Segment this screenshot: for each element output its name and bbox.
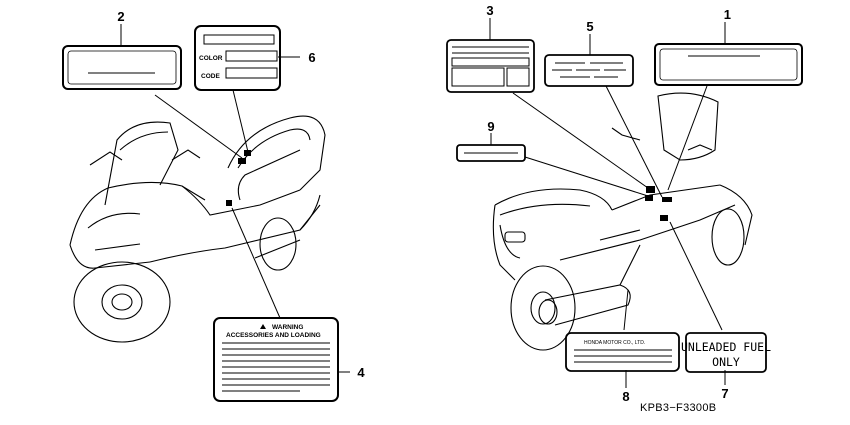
label-8: HONDA MOTOR CO., LTD. <box>565 332 680 372</box>
leader-lines <box>120 18 726 388</box>
callout-7: 7 <box>721 386 728 401</box>
callout-2: 2 <box>117 9 124 24</box>
left-scooter-drawing <box>69 115 326 343</box>
callout-1: 1 <box>724 7 731 22</box>
label-7: UNLEADED FUEL ONLY <box>681 332 771 373</box>
label-3 <box>446 39 535 93</box>
right-scooter-drawing <box>492 92 753 351</box>
label-6-color-text: COLOR <box>199 55 223 62</box>
label-4: WARNING ACCESSORIES AND LOADING <box>213 317 339 402</box>
drawing-code: KPB3−F3300B <box>640 402 716 414</box>
label-1 <box>654 43 803 86</box>
label-4-warning-text: WARNING <box>272 324 303 331</box>
label-2 <box>62 45 182 90</box>
callout-3: 3 <box>486 3 493 18</box>
label-7-unleaded-text: UNLEADED FUEL <box>681 340 771 354</box>
callout-5: 5 <box>586 19 593 34</box>
label-8-maker-text: HONDA MOTOR CO., LTD. <box>584 340 645 346</box>
label-6: COLOR CODE <box>194 25 281 91</box>
label-5 <box>544 54 634 87</box>
label-4-accessories-text: ACCESSORIES AND LOADING <box>226 332 321 339</box>
label-9 <box>456 144 526 162</box>
label-7-only-text: ONLY <box>712 355 740 369</box>
callout-4: 4 <box>357 365 365 380</box>
callout-9: 9 <box>487 119 494 134</box>
callout-8: 8 <box>622 389 629 404</box>
callout-6: 6 <box>308 50 315 65</box>
label-6-code-text: CODE <box>201 73 220 80</box>
